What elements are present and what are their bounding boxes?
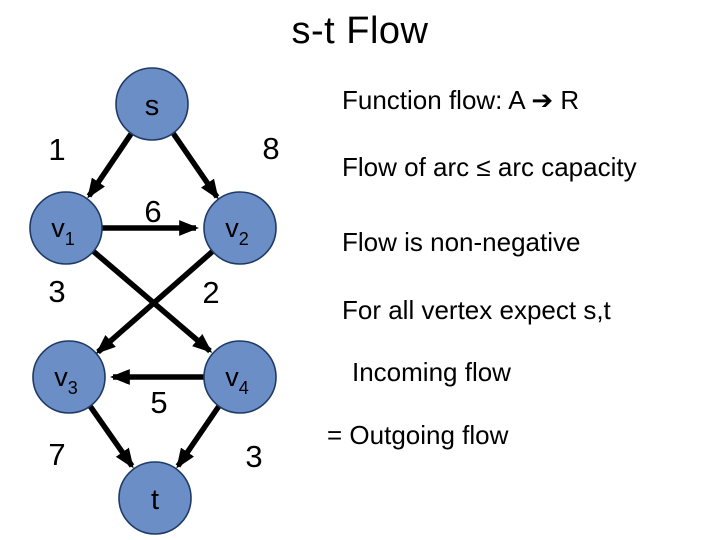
- note-function-flow: Function flow: A ➔ R: [342, 85, 580, 115]
- edge-s-v1: [86, 132, 134, 199]
- node-v2: [203, 191, 277, 265]
- node-s: [115, 67, 189, 141]
- node-v1-label: v1: [51, 213, 75, 249]
- node-v4: [203, 340, 277, 414]
- capacity-v4-t: 3: [245, 439, 262, 474]
- node-group: s v1 v2 v3 v4 t: [29, 67, 277, 535]
- node-v1: [29, 191, 103, 265]
- node-v4-label: v4: [225, 362, 249, 398]
- capacity-v4-v3: 5: [150, 385, 167, 420]
- edge-capacity-labels: 1 8 6 3 2 5 7 3: [48, 131, 279, 474]
- note-non-negative: Flow is non-negative: [342, 227, 581, 257]
- node-t: [118, 461, 192, 535]
- slide-title: s-t Flow: [291, 10, 429, 52]
- flow-network-diagram: 1 8 6 3 2 5 7 3 s v1 v2 v3 v4 t: [29, 67, 280, 535]
- edge-group: [86, 131, 222, 469]
- capacity-s-v2: 8: [262, 131, 279, 166]
- node-t-label: t: [151, 484, 159, 516]
- node-v3: [32, 340, 106, 414]
- edge-v1-v4: [91, 248, 213, 354]
- node-v2-label: v2: [225, 213, 249, 249]
- edge-v3-t: [87, 404, 135, 469]
- capacity-s-v1: 1: [48, 132, 65, 167]
- note-arc-capacity: Flow of arc ≤ arc capacity: [342, 152, 637, 182]
- capacity-v2-v3: 2: [202, 275, 219, 310]
- edge-v4-t: [175, 404, 222, 469]
- capacity-v3-t: 7: [48, 437, 65, 472]
- node-v3-label: v3: [54, 362, 78, 398]
- edge-v2-v3: [95, 248, 215, 355]
- note-outgoing-flow: = Outgoing flow: [327, 420, 509, 450]
- edge-s-v2: [170, 131, 220, 200]
- note-incoming-flow: Incoming flow: [352, 357, 511, 387]
- capacity-v1-v4: 3: [48, 274, 65, 309]
- capacity-v1-v2: 6: [144, 194, 161, 229]
- node-s-label: s: [145, 90, 160, 122]
- note-vertex-rule: For all vertex expect s,t: [342, 295, 611, 325]
